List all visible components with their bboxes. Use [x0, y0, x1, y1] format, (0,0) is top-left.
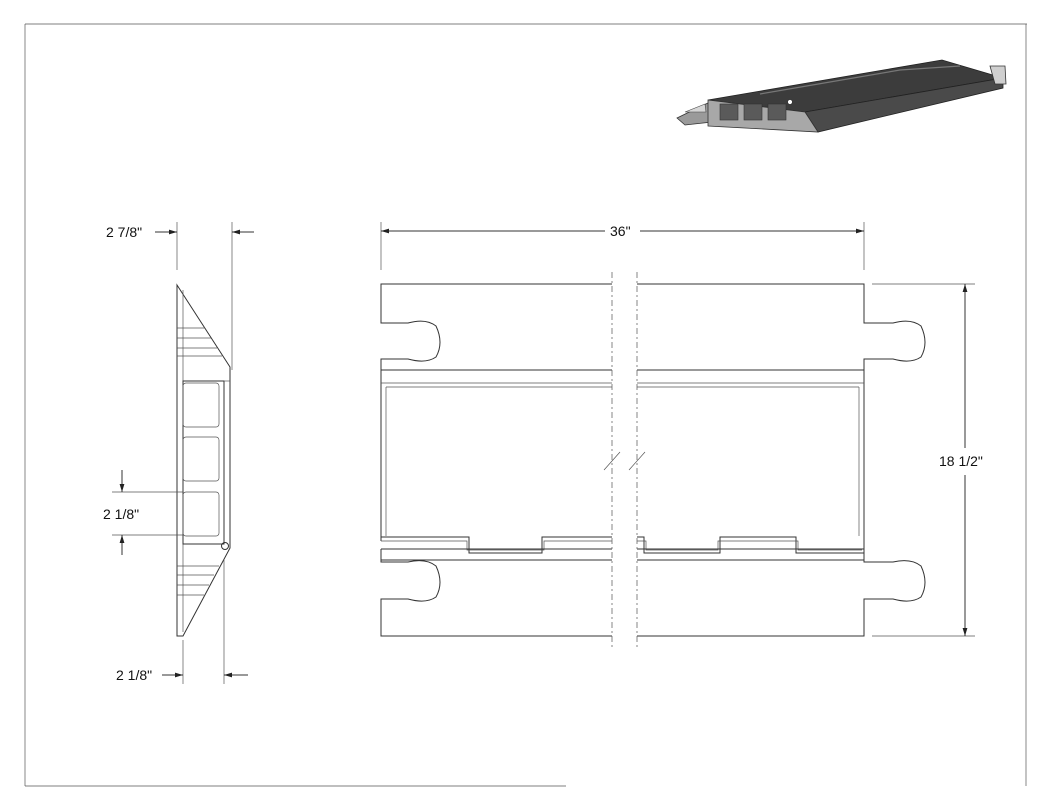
dim-label-36: 36" — [610, 223, 631, 239]
side-profile-view — [176, 283, 231, 637]
dim-label-2-7-8: 2 7/8" — [106, 224, 142, 240]
dimension-channel-height: 2 1/8" — [103, 470, 183, 555]
dimension-width: 18 1/2" — [872, 283, 983, 637]
dim-label-2-1-8-channel: 2 1/8" — [103, 506, 139, 522]
dimension-length: 36" — [380, 222, 865, 270]
sheet-border — [24, 23, 1027, 787]
dimension-side-bottom-width: 2 1/8" — [116, 560, 248, 684]
isometric-view — [676, 59, 1007, 133]
plan-view — [380, 272, 926, 648]
dim-label-18-1-2: 18 1/2" — [939, 453, 983, 469]
dim-label-2-1-8-base: 2 1/8" — [116, 667, 152, 683]
dimension-side-top-width: 2 7/8" — [106, 222, 254, 370]
